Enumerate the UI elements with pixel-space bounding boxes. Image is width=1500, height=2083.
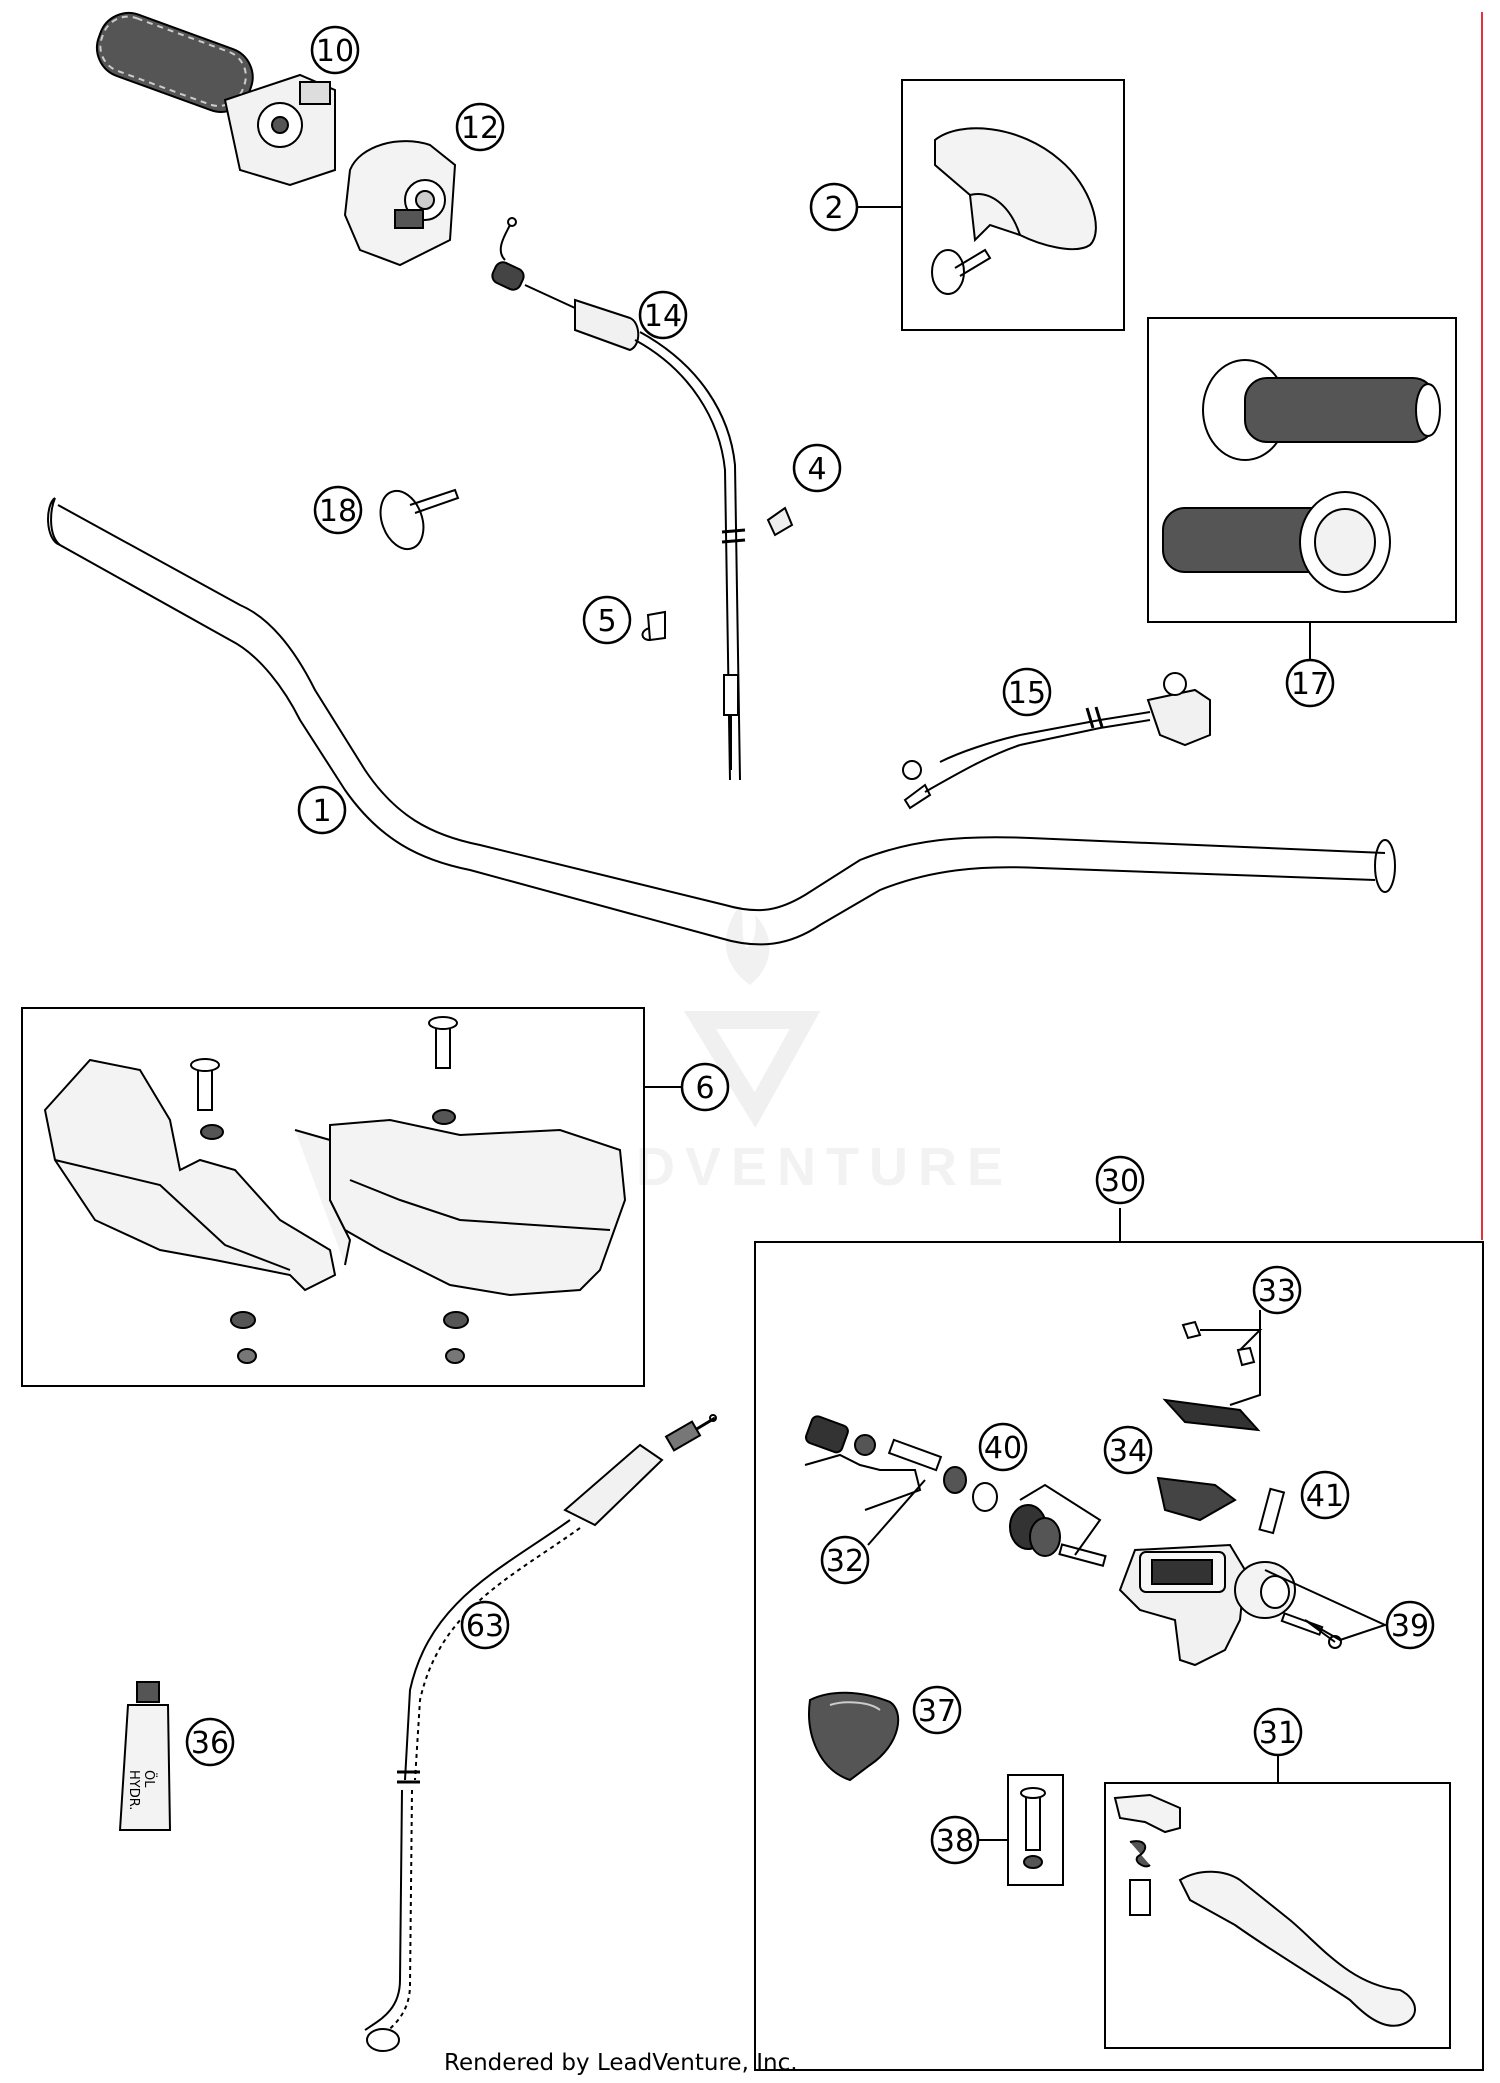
handlebar: [47, 497, 1396, 946]
svg-text:15: 15: [1008, 676, 1046, 711]
throttle-cable: [491, 217, 746, 781]
callout-12: 12: [455, 102, 505, 152]
callout-34: 34: [1103, 1425, 1153, 1475]
callout-38: 38: [930, 1815, 980, 1865]
callout-33: 33: [1252, 1265, 1302, 1315]
svg-text:30: 30: [1101, 1164, 1139, 1199]
svg-text:10: 10: [316, 34, 354, 69]
callout-63: 63: [460, 1600, 510, 1650]
cable-tie: [379, 488, 460, 551]
svg-text:6: 6: [695, 1071, 714, 1106]
callout-4: 4: [792, 443, 842, 493]
svg-text:4: 4: [807, 452, 826, 487]
svg-text:18: 18: [319, 494, 357, 529]
callout-17: 17: [1285, 658, 1335, 708]
clutch-hose: [364, 1414, 717, 2052]
svg-text:38: 38: [936, 1824, 974, 1859]
callout-36: 36: [185, 1717, 235, 1767]
footer-credit: Rendered by LeadVenture, Inc.: [444, 2050, 798, 2076]
svg-text:5: 5: [597, 604, 616, 639]
master-cylinder-parts: [804, 1310, 1451, 2049]
throttle-cover: [343, 140, 457, 267]
callout-40: 40: [978, 1422, 1028, 1472]
svg-text:37: 37: [918, 1694, 956, 1729]
svg-text:41: 41: [1306, 1479, 1344, 1514]
callout-32: 32: [820, 1535, 870, 1585]
svg-text:2: 2: [824, 191, 843, 226]
callout-31: 31: [1253, 1707, 1303, 1757]
callout-2: 2: [809, 182, 859, 232]
callout-18: 18: [313, 485, 363, 535]
callout-5: 5: [582, 595, 632, 645]
grip-set: [1162, 359, 1441, 593]
callout-30: 30: [1095, 1155, 1145, 1205]
svg-text:14: 14: [644, 299, 682, 334]
callout-14: 14: [638, 290, 688, 340]
hand-guards: [43, 1016, 627, 1364]
svg-text:1: 1: [312, 794, 331, 829]
throttle-grip-assembly: [95, 12, 336, 187]
detail-box-master-cylinder: [754, 1241, 1484, 2071]
svg-text:33: 33: [1258, 1274, 1296, 1309]
hydraulic-oil-bottle: HYDR. ÖL: [118, 1681, 172, 1831]
svg-text:31: 31: [1259, 1716, 1297, 1751]
detail-box-cover: [901, 79, 1125, 331]
callout-41: 41: [1300, 1470, 1350, 1520]
callout-15: 15: [1002, 667, 1052, 717]
detail-box-hand-guards: [21, 1007, 645, 1387]
svg-text:17: 17: [1291, 667, 1329, 702]
kill-switch: [902, 672, 1211, 810]
svg-text:32: 32: [826, 1544, 864, 1579]
svg-text:12: 12: [461, 111, 499, 146]
svg-text:63: 63: [466, 1609, 504, 1644]
bottle-label-line-1: HYDR.: [126, 1770, 141, 1810]
callout-10: 10: [310, 25, 360, 75]
callout-37: 37: [912, 1685, 962, 1735]
callout-39: 39: [1385, 1600, 1435, 1650]
svg-text:36: 36: [191, 1726, 229, 1761]
cable-nut: [766, 506, 794, 537]
callout-6: 6: [680, 1062, 730, 1112]
cable-clip: [641, 610, 666, 642]
protection-cover: [931, 127, 1097, 295]
detail-box-grip-set: [1147, 317, 1457, 623]
callout-1: 1: [297, 785, 347, 835]
bottle-label-line-2: ÖL: [141, 1770, 158, 1788]
svg-text:40: 40: [984, 1431, 1022, 1466]
svg-text:39: 39: [1391, 1609, 1429, 1644]
svg-text:34: 34: [1109, 1434, 1147, 1469]
